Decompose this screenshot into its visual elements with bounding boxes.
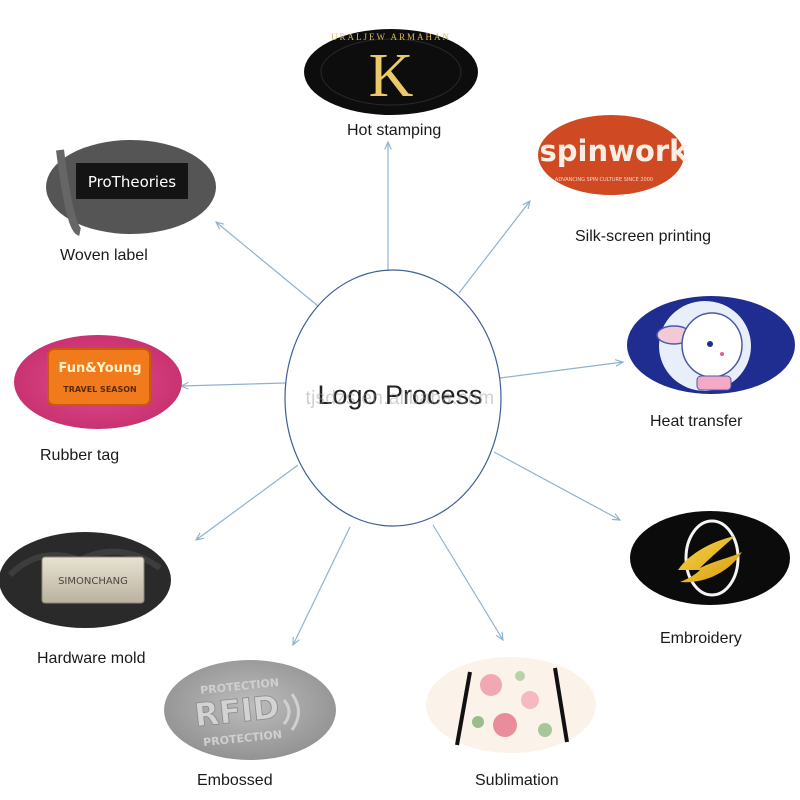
label-embroidery: Embroidery — [660, 630, 742, 647]
center-title: Logo Process — [317, 380, 483, 410]
signal-waves-icon — [282, 693, 300, 731]
arrow-to-heat-transfer — [499, 362, 623, 379]
metal-plate — [41, 556, 145, 604]
hot-stamping-sample: URALJEW ARMAHAN K — [304, 29, 478, 115]
arrow-to-rubber-tag — [181, 383, 286, 386]
rubber-tag-line1: Fun&Young — [58, 361, 141, 376]
silk-screen-logo-text: spinwork — [540, 134, 690, 168]
woven-label-patch — [76, 163, 188, 199]
heat-transfer-sample — [627, 296, 795, 394]
label-silk-screen-printing: Silk-screen printing — [575, 228, 712, 245]
label-heat-transfer: Heat transfer — [650, 413, 743, 430]
woven-label-sample: ProTheories — [46, 140, 216, 236]
label-hot-stamping: Hot stamping — [347, 122, 442, 139]
arrow-to-woven-label — [216, 222, 319, 307]
rubber-tag-patch — [47, 348, 151, 406]
hardware-mold-sample: SIMONCHANG — [0, 532, 171, 628]
hardware-plate-text: SIMONCHANG — [58, 576, 128, 587]
embroidery-flame-icon — [678, 536, 742, 583]
embossed-sample: PROTECTION RFID PROTECTION — [164, 660, 336, 760]
embroidery-ring-icon — [684, 519, 740, 597]
woven-label-text: ProTheories — [88, 173, 176, 191]
watermark: tjsdzs.en.alibaba.com — [305, 388, 495, 409]
sublimation-sample — [426, 657, 596, 753]
arrow-to-embossed — [293, 526, 351, 645]
center-ellipse — [284, 269, 502, 527]
label-embossed: Embossed — [197, 772, 273, 789]
embroidery-sample — [630, 511, 790, 605]
embossed-line2: RFID — [193, 688, 281, 735]
rubber-tag-line2: TRAVEL SEASON — [63, 385, 136, 394]
label-sublimation: Sublimation — [475, 772, 559, 789]
arrow-to-silk-screen — [458, 201, 530, 294]
silk-screen-sample: spinwork ADVANCING SPIN CULTURE SINCE 20… — [526, 108, 696, 202]
label-woven-label: Woven label — [60, 247, 148, 264]
silk-screen-logo-subtext: ADVANCING SPIN CULTURE SINCE 2000 — [555, 177, 653, 183]
rubber-tag-sample: Fun&Young TRAVEL SEASON — [14, 335, 182, 429]
hot-stamping-letter: K — [369, 42, 414, 110]
hot-stamping-ring-text: URALJEW ARMAHAN — [331, 32, 451, 42]
arrow-to-sublimation — [432, 524, 503, 640]
arrow-to-embroidery — [493, 451, 620, 520]
arrow-to-hardware-mold — [196, 464, 299, 540]
label-rubber-tag: Rubber tag — [40, 447, 120, 464]
label-hardware-mold: Hardware mold — [37, 650, 146, 667]
connector-arrows — [181, 142, 623, 645]
